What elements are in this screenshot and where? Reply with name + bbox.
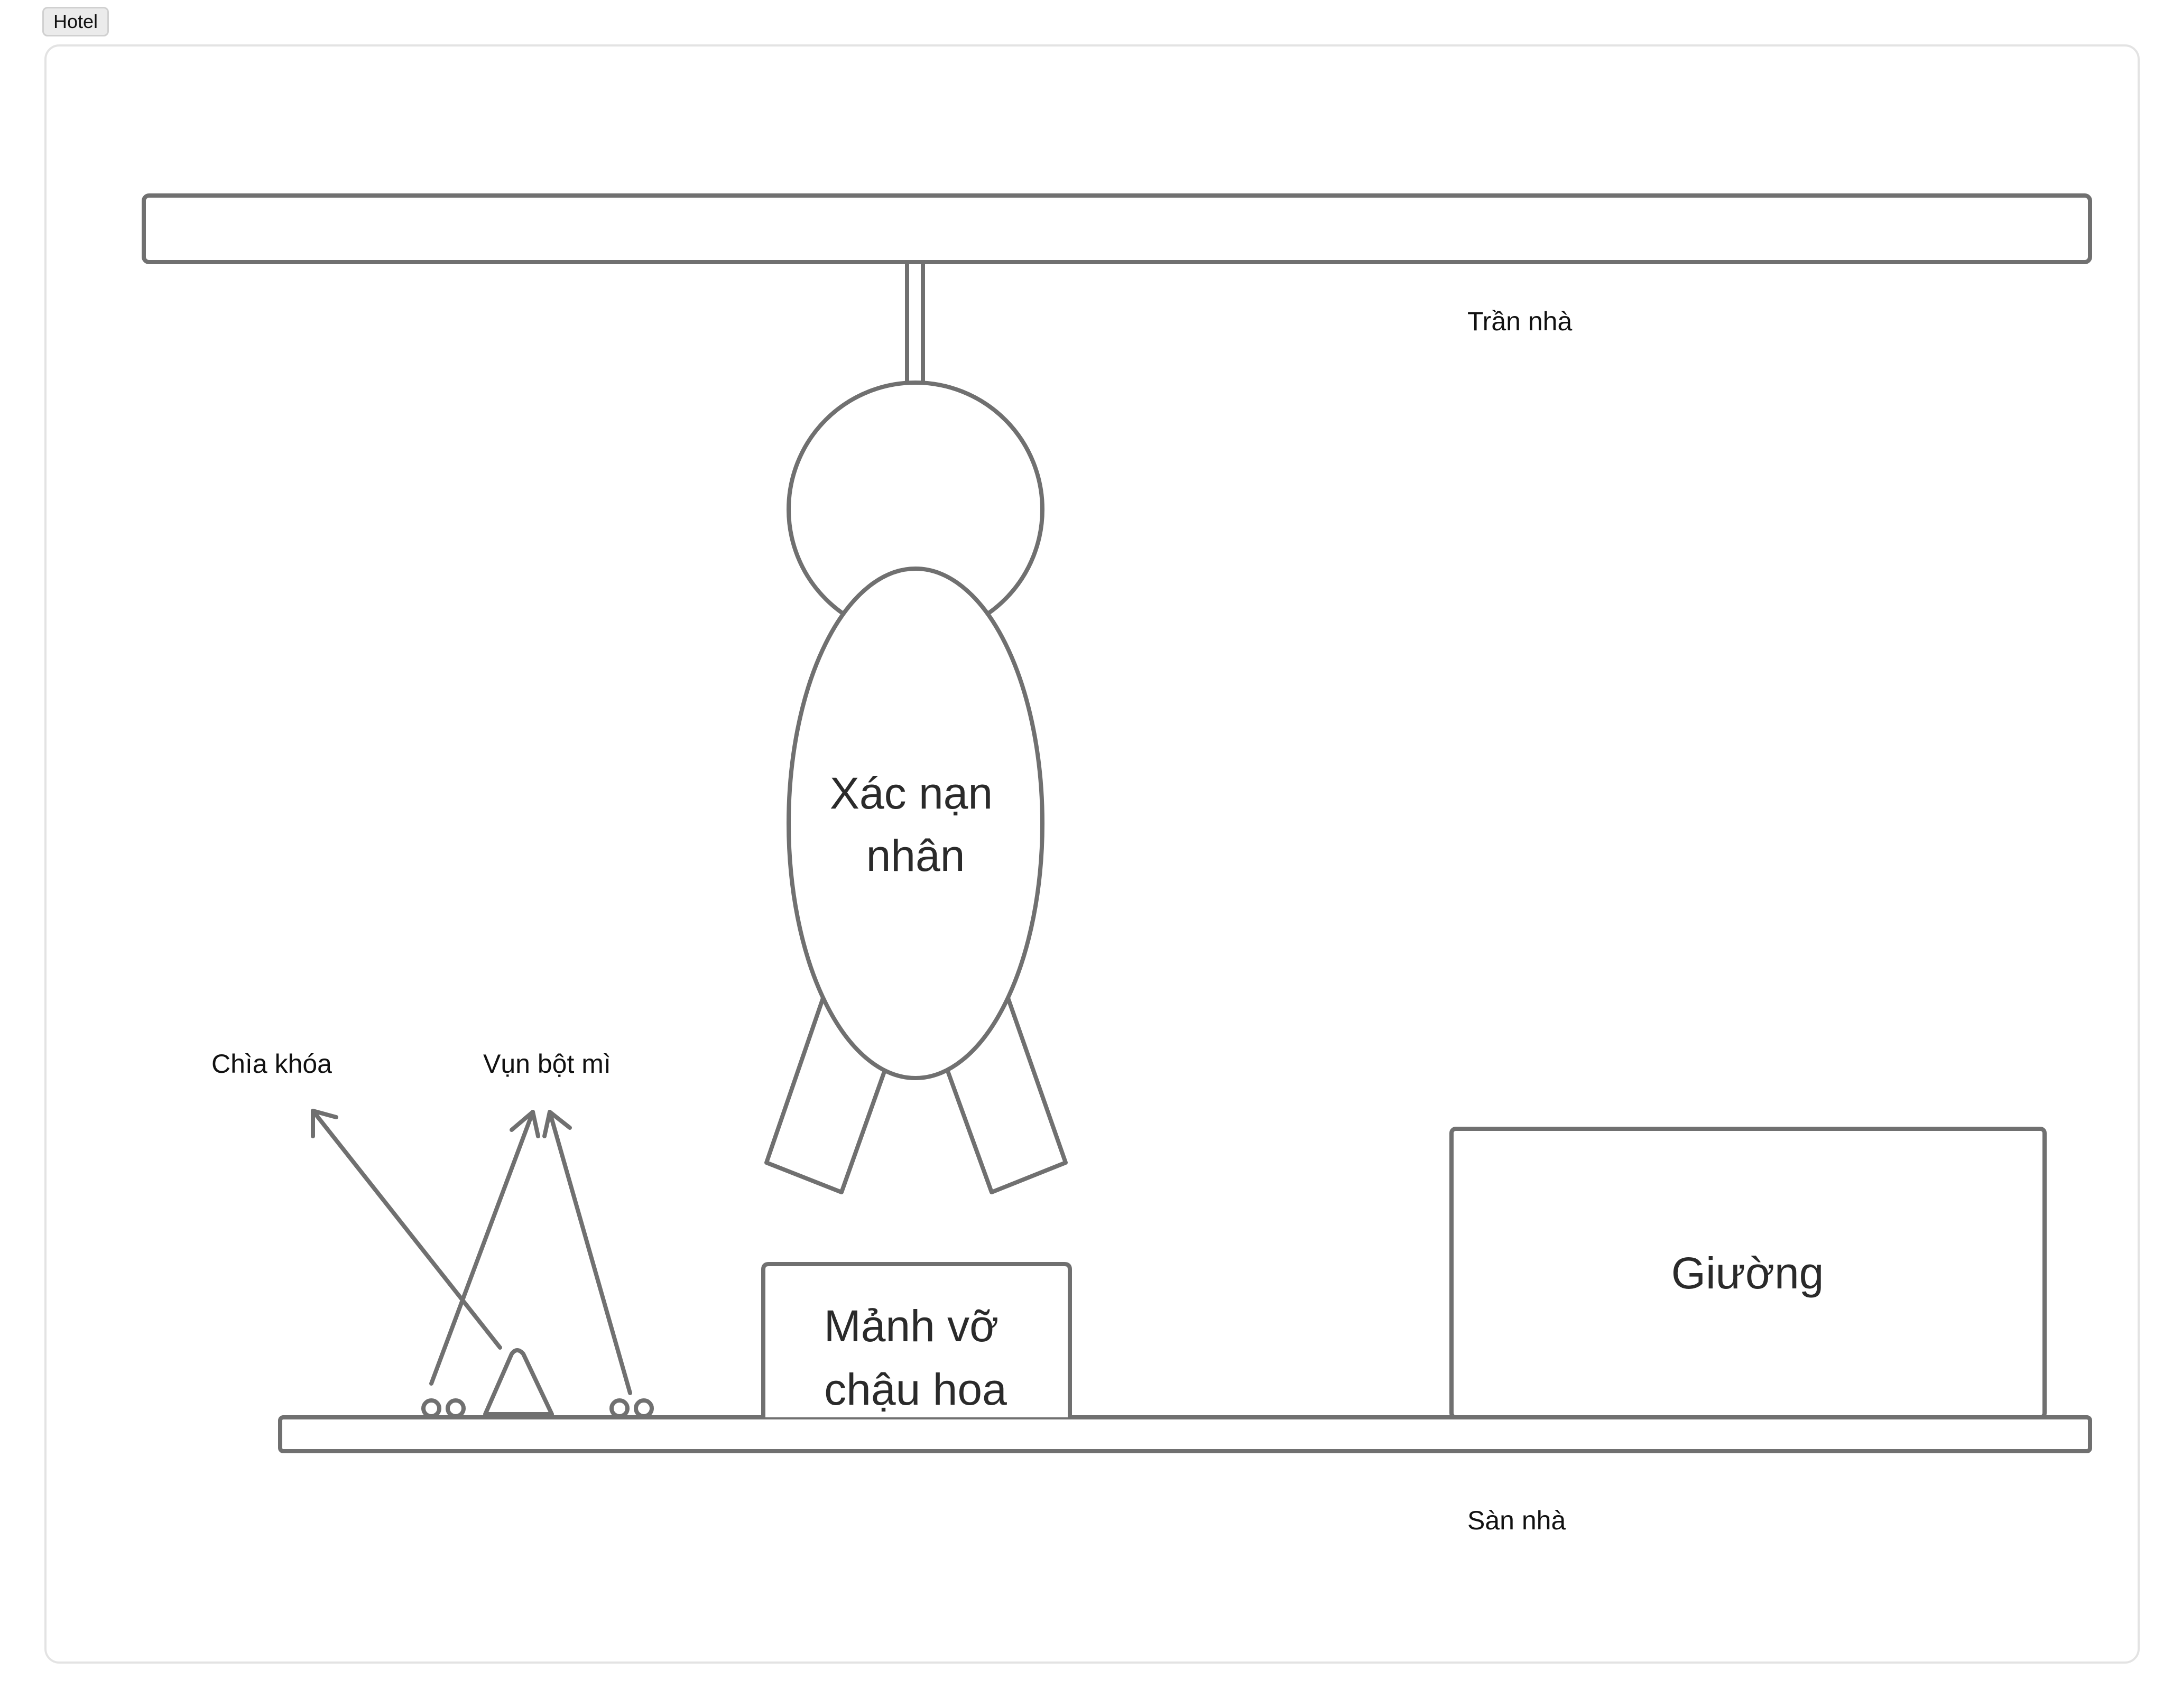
victim-label-line1: Xác nạn [830,768,993,818]
key-label: Chìa khóa [211,1049,332,1079]
flour-crumb [634,1398,654,1418]
flour-label: Vụn bột mì [483,1049,611,1079]
flour-arrow-left [429,1110,540,1386]
pot-label-line2: chậu hoa [824,1364,1007,1414]
key-arrow [311,1109,502,1350]
flour-crumb [421,1398,441,1418]
key-shape [483,1348,554,1416]
flour-crumb [609,1398,630,1418]
floor-label: Sàn nhà [1467,1506,1566,1535]
broken-pot [761,1262,1072,1419]
rope [905,260,925,387]
ceiling-label: Trần nhà [1467,307,1572,336]
flour-crumb [446,1398,466,1418]
flour-arrow-right [542,1110,632,1395]
pot-label-line1: Mảnh vỡ [824,1301,999,1351]
tab-hotel[interactable]: Hotel [42,7,109,36]
bed [1449,1127,2047,1419]
bed-label: Giường [1671,1248,1824,1298]
victim-label-line2: nhân [866,831,965,880]
diagram-frame [44,44,2140,1664]
victim-body [787,567,1044,1080]
ceiling [142,193,2092,264]
floor [278,1415,2092,1453]
